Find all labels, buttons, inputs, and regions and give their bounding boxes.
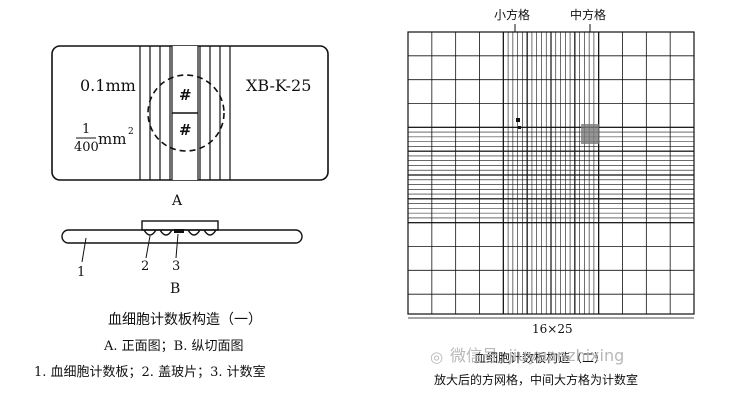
medium-square-label: 中方格 (570, 8, 607, 22)
small-square-label: 小方格 (494, 8, 531, 22)
callout-number-2: 2 (141, 259, 150, 274)
counting-chamber-mark (174, 229, 184, 233)
hash-symbol-top: # (179, 86, 192, 104)
slide-channel-lines (139, 46, 231, 180)
grid-outline (407, 31, 695, 315)
left-caption-line3: 1. 血细胞计数板；2. 盖玻片；3. 计数室 (34, 365, 266, 380)
hash-symbol-bottom: # (179, 121, 192, 139)
right-caption-line2: 放大后的方网格，中间大方格为计数室 (434, 373, 639, 387)
coverslip-circle (147, 74, 225, 152)
small-square-mark (516, 118, 520, 122)
grid-caption: 16×25 (532, 322, 573, 336)
figure-label-b: B (170, 281, 181, 297)
right-caption-title: 血细胞计数板构造（二） (474, 351, 607, 365)
slide-code-label: XB-K-25 (246, 76, 312, 95)
callout-number-3: 3 (172, 259, 181, 274)
small-square-mark-2 (518, 126, 521, 129)
counting-grid (407, 24, 695, 319)
left-caption-line2: A. 正面图；B. 纵切面图 (104, 339, 244, 354)
slide-depth-label: 0.1mm (80, 76, 136, 95)
fraction-denominator: 400 (74, 140, 99, 155)
figure-label-a: A (172, 193, 183, 209)
area-unit: mm (98, 130, 127, 148)
left-caption-title: 血细胞计数板构造（一） (108, 312, 262, 328)
fraction-numerator: 1 (82, 122, 91, 137)
wechat-icon: ◎ (430, 348, 444, 366)
medium-square-shade (581, 124, 599, 144)
callout-leaders (81, 233, 179, 263)
callout-number-1: 1 (77, 265, 86, 280)
watermark-text: 微信号: jiuyuanzhixing (450, 346, 625, 365)
slide-front-view (51, 45, 329, 263)
area-unit-exponent: 2 (128, 127, 134, 137)
grid-lines (407, 31, 695, 319)
